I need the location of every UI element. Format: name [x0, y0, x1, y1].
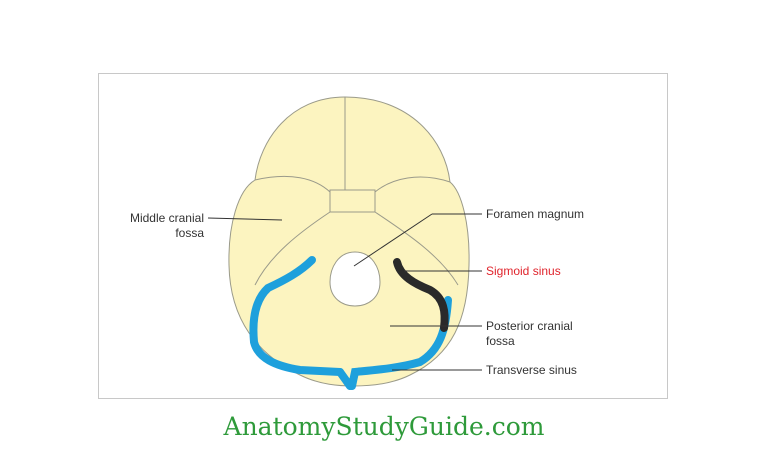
label-sigmoid-sinus: Sigmoid sinus: [486, 264, 561, 278]
leader-foramen-diag: [353, 213, 433, 267]
site-watermark: AnatomyStudyGuide.com: [223, 412, 545, 441]
left-transverse-sinus-tail: [336, 368, 354, 390]
label-middle-cranial-fossa: Middle cranial fossa: [112, 211, 204, 241]
label-posterior-cranial-fossa: Posterior cranial fossa: [486, 319, 573, 349]
left-sphenoid-ridge: [254, 175, 331, 193]
leader-middle-fossa: [207, 217, 283, 221]
right-sphenoid-ridge: [374, 176, 451, 193]
foramen-magnum: [329, 251, 381, 307]
label-foramen-magnum: Foramen magnum: [486, 207, 585, 221]
skull-outline: [228, 96, 470, 387]
sella-region: [329, 189, 376, 213]
label-middle-line2: fossa: [175, 226, 204, 240]
label-transverse-sinus: Transverse sinus: [486, 363, 577, 377]
label-middle-line1: Middle cranial: [129, 211, 204, 225]
label-posterior-line2: fossa: [486, 334, 515, 348]
right-sigmoid-sinus: [393, 258, 449, 332]
left-petrous-ridge: [254, 211, 331, 286]
label-posterior-line1: Posterior cranial: [486, 319, 573, 333]
left-sigmoid-sinus: [249, 256, 344, 376]
right-petrous-ridge: [374, 211, 459, 286]
